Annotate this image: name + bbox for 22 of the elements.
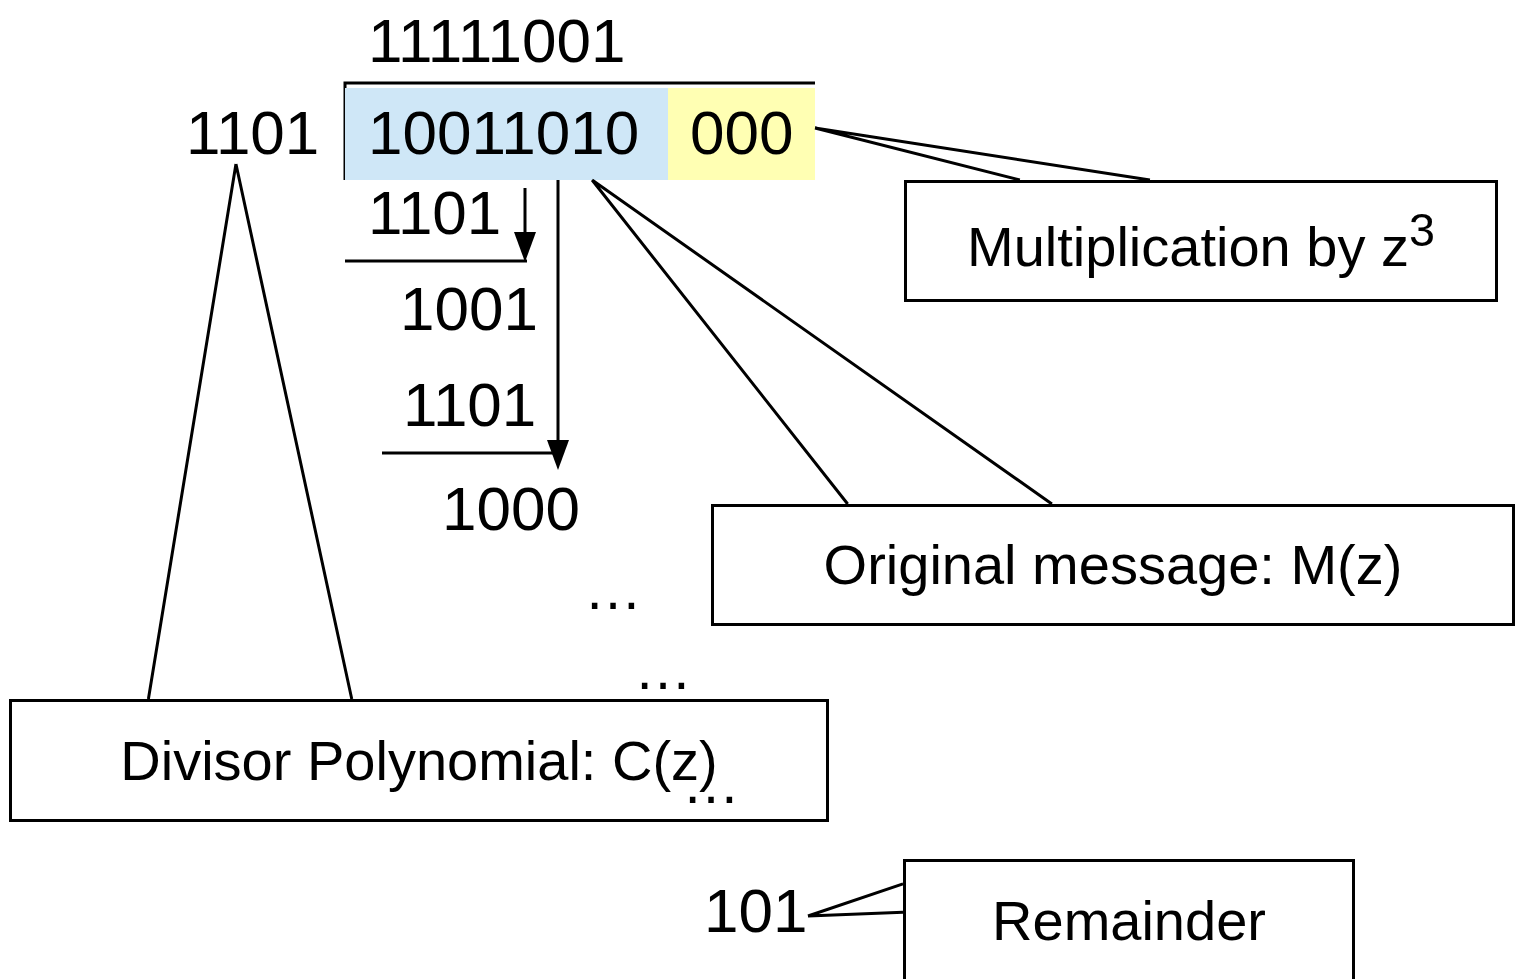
bit-string: 1000 xyxy=(442,478,580,540)
callout-pointer xyxy=(806,882,905,918)
callout-box xyxy=(903,859,1355,979)
bit-field xyxy=(345,88,668,180)
callout-text: Remainder xyxy=(992,893,1266,949)
callout-pointer xyxy=(590,178,1054,506)
callout-pointer xyxy=(813,126,1152,182)
bit-string: 1101 xyxy=(368,182,502,244)
callout-box xyxy=(711,504,1515,626)
callout-box xyxy=(904,180,1498,302)
bit-string: 10011010 xyxy=(368,102,640,164)
bit-field xyxy=(668,88,815,180)
ellipsis: … xyxy=(634,640,692,698)
bit-string: 1101 xyxy=(186,102,320,164)
callout-box xyxy=(9,699,829,822)
bit-string: 11111001 xyxy=(368,10,626,72)
bit-string: 1101 xyxy=(403,374,537,436)
bit-string: 101 xyxy=(704,880,808,942)
bit-string: 000 xyxy=(690,102,794,164)
ellipsis: … xyxy=(584,560,642,618)
callout-pointer xyxy=(146,162,354,701)
bit-string: 1001 xyxy=(400,278,538,340)
